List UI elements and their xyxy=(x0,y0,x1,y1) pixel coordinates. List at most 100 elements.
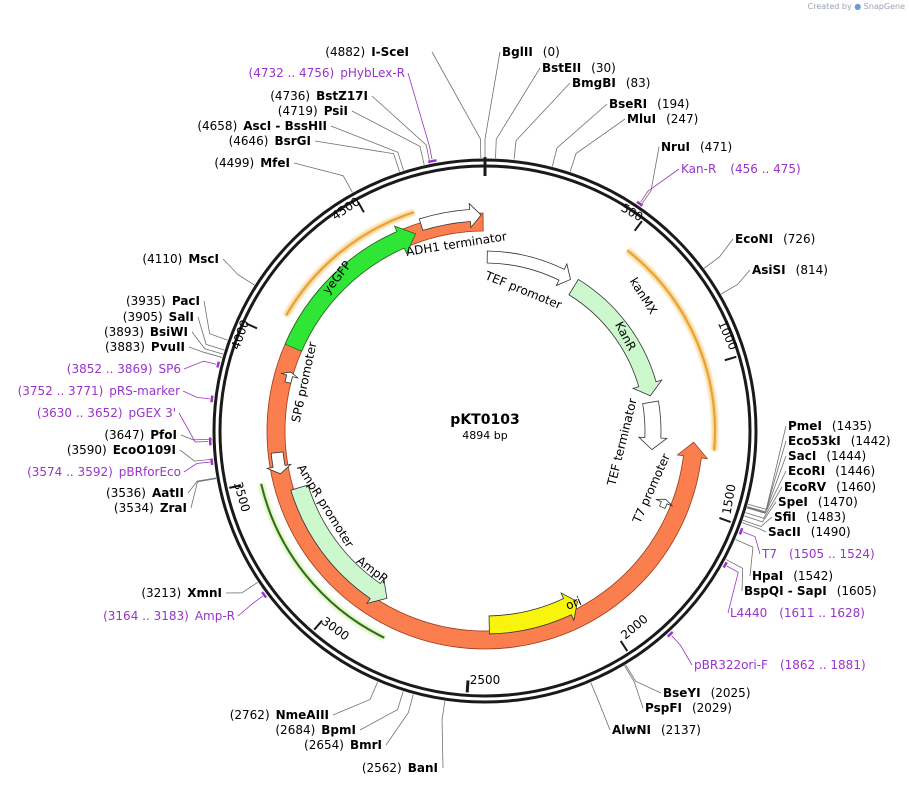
site-name-bmgbi: BmgBI xyxy=(572,76,616,90)
site-leader-line xyxy=(330,125,404,171)
site-pos-sacii: (1490) xyxy=(811,525,851,539)
site-name-sacii: SacII xyxy=(768,525,801,539)
ruler-tick xyxy=(245,322,258,330)
snapgene-credit: Created by ● SnapGene xyxy=(808,2,905,11)
tick-label-1500: 1500 xyxy=(720,483,739,516)
site-pos-pvuii: (3883) xyxy=(105,340,145,354)
site-leader-line xyxy=(197,316,225,351)
svg-text:pBR322ori-F(1862 .. 1881): pBR322ori-F(1862 .. 1881) xyxy=(694,658,866,672)
svg-text:(2654)BmrI: (2654)BmrI xyxy=(304,738,382,752)
primer-leader-line xyxy=(182,390,210,400)
site-pos-nmeaiii: (2762) xyxy=(230,708,270,722)
svg-text:SacII(1490): SacII (1490) xyxy=(768,525,851,539)
tef-terminator-arrow xyxy=(637,400,668,451)
primer-name-phyblex-r: pHybLex-R xyxy=(340,66,405,80)
site-pos-mlui: (247) xyxy=(666,112,698,126)
feature-label-ori: ori xyxy=(564,594,584,613)
site-pos-sali: (3905) xyxy=(123,310,163,324)
site-name-bsrgi: BsrGI xyxy=(274,134,311,148)
site-leader-line xyxy=(625,664,662,694)
site-name-ecori: EcoRI xyxy=(788,464,825,478)
credit-prefix: Created by xyxy=(807,2,852,11)
site-leader-line xyxy=(484,51,501,158)
label-leaders xyxy=(178,51,787,769)
primer-leader-line xyxy=(178,412,209,443)
site-leader-line xyxy=(351,110,425,165)
site-name-asci-bsshii: AscI - BssHII xyxy=(243,119,327,133)
primer-labels: (4732 .. 4756)pHybLex-R Kan-R(456 .. 475… xyxy=(18,66,875,672)
site-name-bpmi: BpmI xyxy=(321,723,356,737)
primer-name-sp6: SP6 xyxy=(159,362,182,376)
primer-leader-line xyxy=(407,72,433,160)
site-pos-bspqi-sapi: (1605) xyxy=(837,584,877,598)
site-pos-bstz17i: (4736) xyxy=(270,89,310,103)
site-leader-line xyxy=(225,581,258,594)
svg-text:BseYI(2025): BseYI(2025) xyxy=(663,686,751,700)
site-leader-line xyxy=(385,694,414,746)
site-name-iscei: I-SceI xyxy=(371,45,409,59)
primer-range-amp-r: (3164 .. 3183) xyxy=(103,609,189,623)
site-pos-xmni: (3213) xyxy=(141,586,181,600)
site-pos-sfii: (1483) xyxy=(806,510,846,524)
primer-marker xyxy=(722,561,728,569)
site-pos-econi: (726) xyxy=(783,232,815,246)
site-name-sfii: SfiI xyxy=(774,510,796,524)
yegfp-arrow xyxy=(284,225,417,352)
svg-text:EcoNI(726): EcoNI(726) xyxy=(735,232,815,246)
primer-leader-line xyxy=(640,168,680,203)
site-leader-line xyxy=(293,162,353,193)
site-name-pspfi: PspFI xyxy=(645,701,682,715)
site-name-bglii: BglII xyxy=(502,45,533,59)
svg-text:(3590)EcoO109I: (3590)EcoO109I xyxy=(67,443,176,457)
svg-text:BspQI - SapI(1605): BspQI - SapI(1605) xyxy=(744,584,877,598)
site-name-asisi: AsiSI xyxy=(752,263,786,277)
site-name-pvuii: PvuII xyxy=(151,340,185,354)
site-name-aatii: AatII xyxy=(152,486,184,500)
svg-text:(2762)NmeAIII: (2762) NmeAIII xyxy=(230,708,329,722)
site-leader-line xyxy=(495,67,541,159)
ampr-arrow xyxy=(290,484,388,605)
site-leader-line xyxy=(746,470,787,514)
site-leader-line xyxy=(624,665,644,709)
site-pos-bsiwi: (3893) xyxy=(104,325,144,339)
site-name-bseri: BseRI xyxy=(609,97,647,111)
primer-marker xyxy=(738,527,744,535)
kanmx-arrow xyxy=(266,212,709,650)
snapgene-logo-icon: ● xyxy=(854,2,862,11)
site-name-hpai: HpaI xyxy=(752,569,783,583)
site-pos-bani: (2562) xyxy=(362,761,402,775)
site-name-pmei: PmeI xyxy=(788,419,822,433)
site-name-nmeaiii: NmeAIII xyxy=(276,708,329,722)
primer-name-l4440: L4440 xyxy=(730,606,767,620)
svg-text:BmgBI(83): BmgBI(83) xyxy=(572,76,651,90)
tick-label-4000: 4000 xyxy=(228,318,252,351)
plasmid-length: 4894 bp xyxy=(462,429,507,442)
svg-text:SfiI(1483): SfiI (1483) xyxy=(774,510,846,524)
site-name-saci: SacI xyxy=(788,449,816,463)
site-name-bsteii: BstEII xyxy=(542,61,581,75)
site-name-bsiwi: BsiWI xyxy=(150,325,188,339)
primer-marker xyxy=(216,361,221,368)
primer-range-l4440: (1611 .. 1628) xyxy=(779,606,865,620)
site-pos-nrui: (471) xyxy=(700,140,732,154)
svg-text:(3883)PvuII: (3883) PvuII xyxy=(105,340,185,354)
site-pos-zrai: (3534) xyxy=(114,501,154,515)
svg-text:(3852 .. 3869)SP6: (3852 .. 3869)SP6 xyxy=(67,362,181,376)
svg-text:(3630 .. 3652)pGEX 3': (3630 .. 3652)pGEX 3' xyxy=(37,406,176,420)
svg-text:AlwNI(2137): AlwNI(2137) xyxy=(612,723,701,737)
site-name-eco53ki: Eco53kI xyxy=(788,434,841,448)
t7-promoter-arrow xyxy=(655,498,673,509)
site-leader-line xyxy=(513,82,571,160)
adh1-terminator-arrow xyxy=(418,202,482,231)
site-leader-line xyxy=(703,238,734,269)
ori-arrow xyxy=(488,592,578,635)
primer-range-phyblex-r: (4732 .. 4756) xyxy=(249,66,335,80)
ampr-span xyxy=(260,483,385,639)
svg-text:(3647)PfoI: (3647)PfoI xyxy=(104,428,177,442)
svg-text:(4882)I-SceI: (4882)I-SceI xyxy=(325,45,409,59)
site-pos-pfoi: (3647) xyxy=(104,428,144,442)
primer-marker xyxy=(261,591,268,599)
primer-leader-line xyxy=(742,531,761,555)
site-leader-line xyxy=(190,478,217,509)
svg-text:(3893)BsiWI: (3893) BsiWI xyxy=(104,325,188,339)
